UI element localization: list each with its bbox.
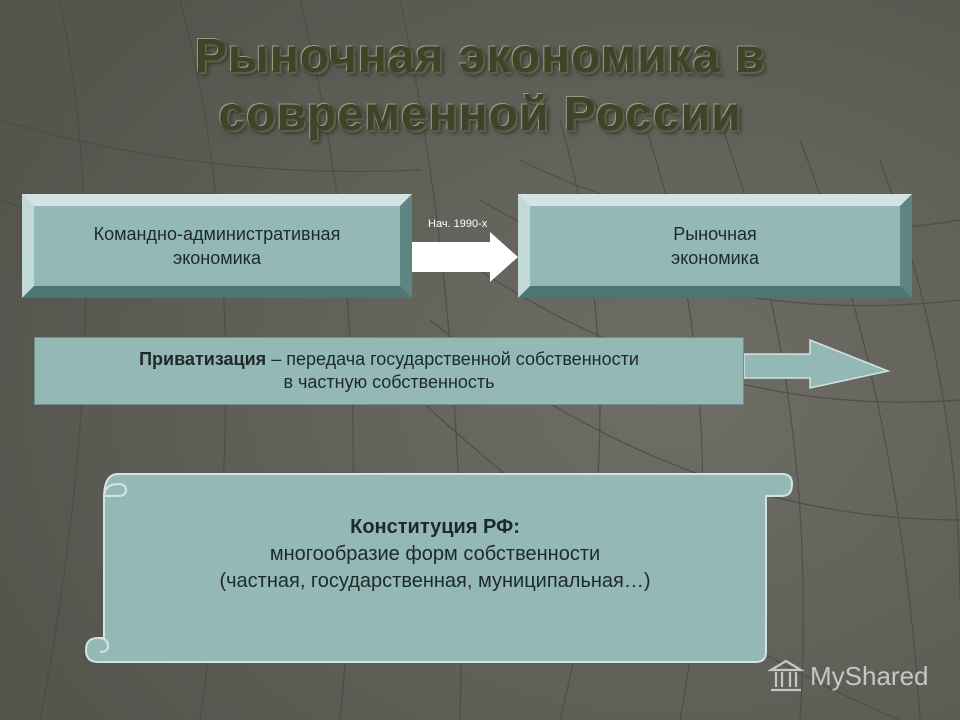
watermark-logo: MyShared (768, 656, 929, 696)
market-economy-box: Рыночная экономика (518, 194, 912, 298)
privatization-box: Приватизация – передача государственной … (34, 337, 744, 405)
constitution-line-2: (частная, государственная, муниципальная… (219, 570, 651, 592)
command-economy-box: Командно-административная экономика (22, 194, 412, 298)
privatization-arrow (743, 338, 891, 389)
title-line-2: современной России (218, 88, 742, 141)
privatization-definition-2: в частную собственность (283, 372, 495, 392)
constitution-heading: Конституция РФ: (350, 516, 520, 538)
constitution-text: Конституция РФ: многообразие форм собств… (105, 514, 765, 595)
constitution-scroll (84, 473, 794, 663)
title-line-1: Рыночная экономика в (194, 30, 766, 83)
market-economy-line-2: экономика (671, 248, 759, 268)
slide-title: Рыночная экономика в современной России (0, 28, 960, 144)
constitution-line-1: многообразие форм собственности (269, 543, 601, 565)
privatization-term: Приватизация (139, 349, 267, 369)
transition-arrow (412, 232, 518, 282)
command-economy-line-1: Командно-административная (93, 224, 341, 244)
privatization-definition-1: – передача государственной собственности (266, 349, 639, 369)
transition-date-label: Нач. 1990-х (428, 218, 488, 230)
market-economy-line-1: Рыночная (673, 224, 757, 244)
command-economy-line-2: экономика (173, 248, 261, 268)
watermark-text: MyShared (810, 660, 929, 691)
classical-building-icon (768, 659, 804, 692)
